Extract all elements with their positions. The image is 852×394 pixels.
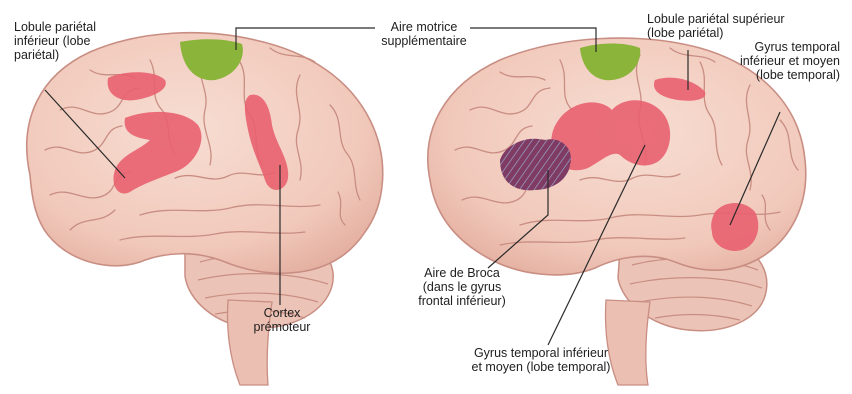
label-right-parietal-superior: Lobule pariétal supérieur (lobe pariétal…	[647, 12, 837, 40]
right-temporal-activation	[711, 203, 758, 251]
left-hemisphere	[27, 33, 383, 385]
label-premotor-cortex: Cortex prémoteur	[246, 306, 318, 334]
label-left-parietal-inferior: Lobule pariétal inférieur (lobe pariétal…	[14, 20, 164, 62]
label-broca-area: Aire de Broca (dans le gyrus frontal inf…	[402, 266, 522, 308]
right-hemisphere	[428, 38, 806, 385]
label-right-temporal-gyrus: Gyrus temporal inférieur et moyen (lobe …	[700, 40, 840, 82]
label-temporal-gyrus-bottom: Gyrus temporal inférieur et moyen (lobe …	[446, 346, 636, 374]
label-supplementary-motor-area: Aire motrice supplémentaire	[360, 20, 488, 48]
